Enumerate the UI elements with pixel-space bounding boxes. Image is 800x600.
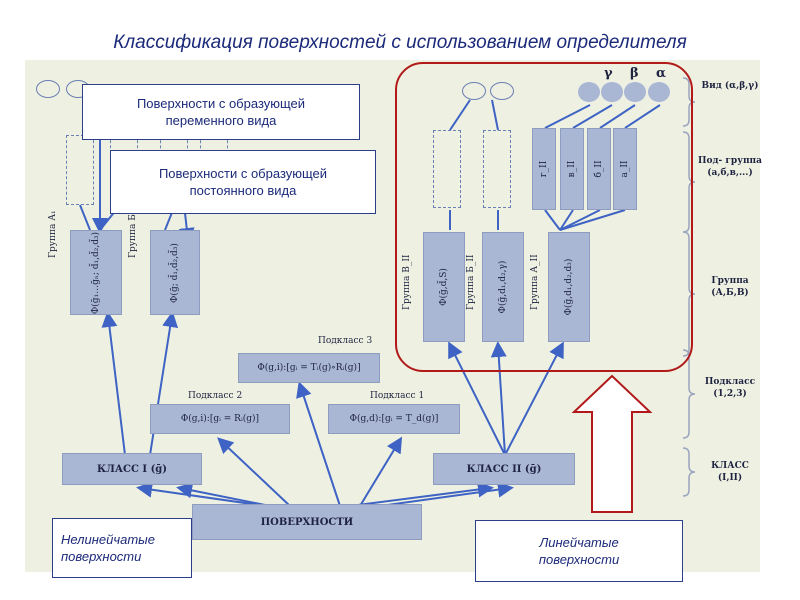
callout-constant-text: Поверхности с образующей постоянного вид… [158,166,328,198]
vid-circle [462,82,486,100]
greek-beta: β [630,66,639,81]
subgroup-b2: б_II [587,128,611,210]
group-b1-label: Группа Б₁ [128,210,138,258]
subclass-1-block: Φ(g,d):[gᵢ = T_d(g)] [328,404,460,434]
callout-nonruled-text: Нелинейчатые поверхности [61,532,155,564]
subgroup-a2: а_II [613,128,637,210]
subclass-1-title: Подкласс 1 [370,391,425,401]
group-a1-block: Φ(ḡ₁…ḡₙ; d̄₁,d̄₂,d̄₃) [70,230,122,315]
callout-nonruled: Нелинейчатые поверхности [52,518,192,578]
vid-dot [578,82,600,102]
side-label-podklass: Подкласс (1,2,3) [704,377,756,399]
subclass-2-title: Подкласс 2 [188,391,243,401]
class-2-label: КЛАСС II (ḡ) [466,463,542,475]
subclass-1-formula: Φ(g,d):[gᵢ = T_d(g)] [349,414,439,424]
vid-dot [648,82,670,102]
dashed-subgroup [433,130,461,208]
class-2-block: КЛАСС II (ḡ) [433,453,575,485]
vid-circle [36,80,60,98]
root-surfaces-block: ПОВЕРХНОСТИ [192,504,422,540]
callout-ruled: Линейчатые поверхности [475,520,683,582]
vid-dot [601,82,623,102]
subclass-3-title: Подкласс 3 [318,336,373,346]
subclass-3-formula: Φ(g,i):[gᵢ = Tᵢ(g)∘Rᵢ(g)] [257,363,361,373]
subgroup-v2: в_II [560,128,584,210]
group-a1-label: Группа А₁ [48,210,58,258]
group-b2-block: Φ(ḡ,d₁,d₂,γ) [482,232,524,342]
side-label-gruppa: Группа (А,Б,В) [711,276,749,298]
subclass-2-block: Φ(g,i):[gᵢ = Rᵢ(g)] [150,404,290,434]
callout-variable-text: Поверхности с образующей переменного вид… [136,96,306,128]
greek-gamma: γ [604,66,613,81]
callout-ruled-text: Линейчатые поверхности [538,535,620,567]
class-1-block: КЛАСС I (ḡ) [62,453,202,485]
page-title: Классификация поверхностей с использован… [113,32,687,53]
ruled-highlight-outline [395,62,693,372]
group-a1-formula: Φ(ḡ₁…ḡₙ; d̄₁,d̄₂,d̄₃) [91,231,101,314]
side-label-vid: Вид (α,β,γ) [701,81,759,91]
callout-constant-generatrix: Поверхности с образующей постоянного вид… [110,150,376,214]
subclass-3-block: Φ(g,i):[gᵢ = Tᵢ(g)∘Rᵢ(g)] [238,353,380,383]
side-label-klass: КЛАСС (I,II) [711,461,749,483]
group-a2-block: Φ(ḡ,d₁,d₂,d₃) [548,232,590,342]
subgroup-g2: г_II [532,128,556,210]
subclass-2-formula: Φ(g,i):[gᵢ = Rᵢ(g)] [180,414,260,424]
group-b1-block: Φ(ḡ; d̄₁,d̄₂,d̄₃) [150,230,200,315]
class-1-label: КЛАСС I (ḡ) [96,463,168,475]
root-label: ПОВЕРХНОСТИ [260,516,354,528]
vid-circle [490,82,514,100]
dashed-subgroup [483,130,511,208]
dashed-subgroup [66,135,94,205]
vid-dot [624,82,646,102]
group-b1-formula: Φ(ḡ; d̄₁,d̄₂,d̄₃) [170,242,180,303]
greek-alpha: α [656,66,667,81]
callout-variable-generatrix: Поверхности с образующей переменного вид… [82,84,360,140]
group-v2-block: Φ(ḡ,d̄,S) [423,232,465,342]
side-label-podgruppa: Под- группа (а,б,в,...) [698,156,762,178]
